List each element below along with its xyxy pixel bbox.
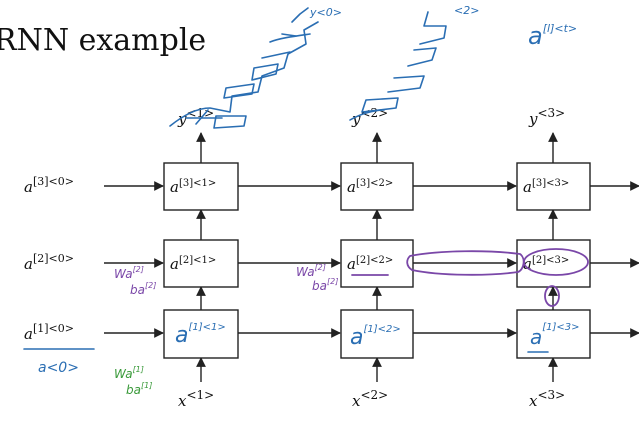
scribble-col1-top	[281, 7, 309, 37]
cell-grid	[163, 162, 591, 359]
cell-label-l2-t2: a[2]<2>	[347, 255, 393, 273]
purple-note-mid-w: Wa[2]	[296, 263, 326, 279]
cell-label-l2-t1: a[2]<1>	[170, 255, 216, 273]
note-t2: <2>	[454, 4, 479, 17]
cell-label-l3-t3: a[3]<3>	[523, 178, 569, 196]
cell-l2-t1	[163, 239, 239, 288]
inputs: x<1> x<2> x<3>	[178, 388, 565, 410]
input-x1: x<1>	[178, 388, 214, 410]
cell-label-l2-t3: a[2]<3>	[523, 255, 569, 273]
initial-states: a[3]<0> a[2]<0> a[1]<0>	[24, 175, 74, 343]
horizontal-wires	[104, 181, 639, 338]
cell-labels-handwritten: a[1]<1> a[1]<2> a[1]<3>	[175, 322, 580, 353]
cell-l3-t1	[163, 162, 239, 211]
cell-label-l3-t2: a[3]<2>	[347, 178, 393, 196]
cell-label-l1-t3: a[1]<3>	[530, 322, 580, 349]
input-x2: x<2>	[352, 388, 388, 410]
cell-l1-t2	[340, 309, 414, 359]
note-y0: y<0>	[309, 6, 342, 19]
cell-l1-t3	[516, 309, 591, 359]
scribble-col1	[169, 21, 319, 127]
cell-labels: a[3]<1> a[3]<2> a[3]<3> a[2]<1> a[2]<2> …	[170, 178, 569, 273]
scribble-col1-steps	[223, 33, 311, 99]
init-state-l1: a[1]<0>	[24, 322, 74, 343]
scribble-col2	[361, 11, 447, 113]
purple-circle-l2-t3	[523, 248, 589, 276]
purple-annotations: Wa[2] ba[2] Wa[2] ba[2]	[114, 248, 589, 307]
purple-note-left-b: ba[2]	[130, 281, 156, 297]
output-y1: y<1>	[177, 106, 214, 128]
scribble-col2-strike	[349, 109, 385, 121]
note-a-layer-time: a[l]<t>	[528, 22, 577, 50]
purple-loop-connection	[406, 250, 525, 276]
cell-l2-t2	[340, 239, 414, 288]
output-y3: y<3>	[528, 106, 565, 128]
init-state-l2: a[2]<0>	[24, 252, 74, 273]
cell-label-l1-t1: a[1]<1>	[175, 322, 226, 348]
cell-label-l3-t1: a[3]<1>	[170, 178, 216, 196]
init-state-l3: a[3]<0>	[24, 175, 74, 196]
purple-note-left-w: Wa[2]	[114, 265, 144, 281]
note-a0: a<0>	[38, 360, 79, 376]
purple-note-mid-b: ba[2]	[312, 277, 338, 293]
cell-label-l1-t2: a[1]<2>	[350, 324, 401, 350]
outputs: y<1> y<2> y<3>	[177, 106, 565, 128]
blue-scribbles: y<0> <2> a<0>	[23, 4, 479, 376]
cell-l3-t2	[340, 162, 414, 211]
cell-l2-t3	[516, 239, 591, 288]
input-x3: x<3>	[529, 388, 565, 410]
scribble-col1-boxes	[185, 109, 247, 129]
green-note-b: ba[1]	[126, 381, 152, 397]
green-note-w: Wa[1]	[114, 365, 144, 381]
green-annotations: Wa[1] ba[1]	[114, 365, 152, 397]
slide-title: RNN example	[0, 23, 206, 58]
cell-l3-t3	[516, 162, 591, 211]
vertical-wires	[196, 132, 558, 382]
cell-l1-t1	[163, 309, 239, 359]
purple-circle-arrow-t3	[544, 285, 560, 307]
